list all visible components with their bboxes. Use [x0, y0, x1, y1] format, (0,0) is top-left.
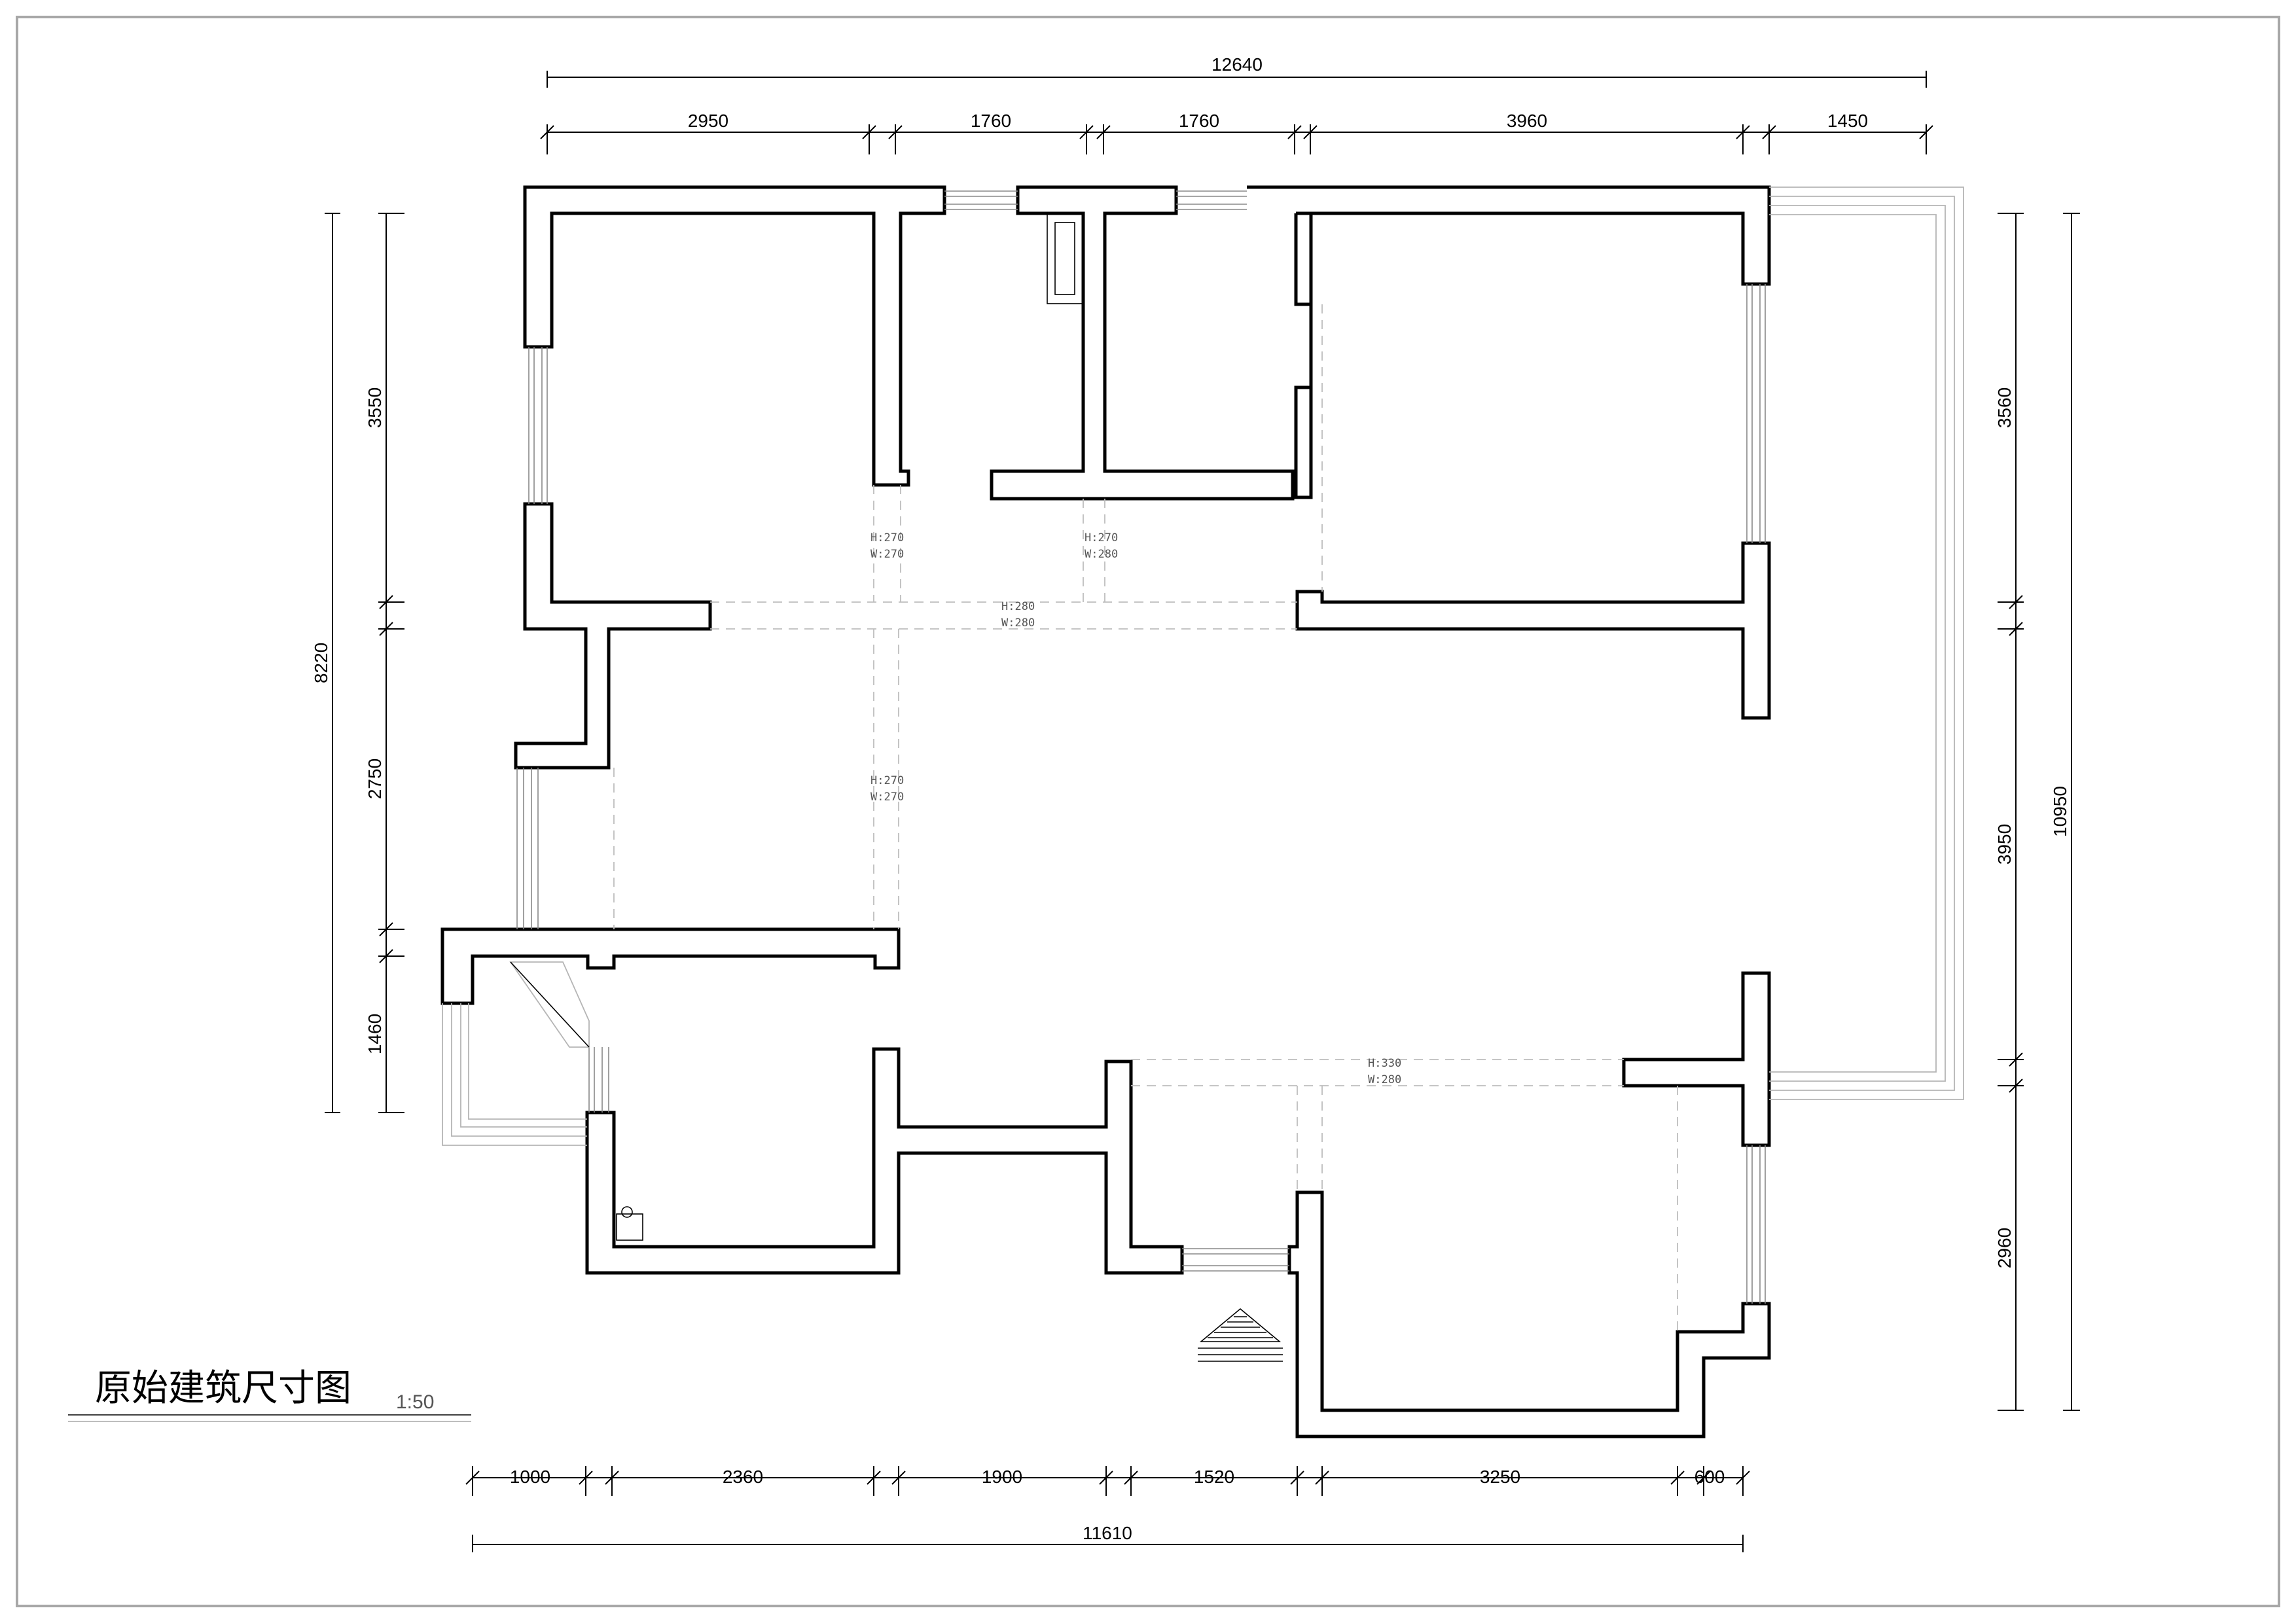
dim-bottom-5: 3250: [1480, 1467, 1520, 1487]
dim-top-total: 12640: [1211, 54, 1263, 75]
dim-right-2: 3950: [1994, 824, 2015, 865]
wall-right-t: [1622, 971, 1771, 1147]
dim-left-1: 3550: [365, 387, 385, 428]
dim-top-2: 1760: [971, 111, 1011, 131]
dim-top-1: 2950: [688, 111, 728, 131]
wall-bottom-right: [1287, 1190, 1771, 1438]
dim-bottom-4: 1520: [1194, 1467, 1234, 1487]
wall-stub: [1294, 211, 1313, 306]
dim-bottom-6: 600: [1695, 1467, 1725, 1487]
opening-1-h: H:270: [870, 531, 904, 544]
opening-5-w: W:280: [1368, 1073, 1401, 1086]
dim-top-4: 3960: [1507, 111, 1547, 131]
opening-labels: H:270 W:270 H:270 W:280 H:280 W:280 H:27…: [870, 531, 1401, 1086]
dim-bottom-3: 1900: [982, 1467, 1022, 1487]
fixture: [616, 1206, 643, 1241]
dim-top-5: 1450: [1827, 111, 1868, 131]
opening-3-w: W:280: [1001, 616, 1035, 630]
drawing-scale: 1:50: [396, 1391, 434, 1413]
wall-top-center: [990, 185, 1295, 501]
opening-lines: [613, 304, 1678, 1332]
wall-right-divider: [1295, 541, 1771, 720]
entry-symbol: [1198, 1308, 1283, 1362]
opening-2-h: H:270: [1085, 531, 1118, 544]
opening-1-w: W:270: [870, 548, 904, 561]
title-block: 原始建筑尺寸图 1:50: [68, 1367, 471, 1422]
dim-left-2: 2750: [365, 758, 385, 799]
dim-top-3: 1760: [1179, 111, 1219, 131]
wall-bottom-bath: [585, 1047, 1184, 1275]
opening-3-h: H:280: [1001, 600, 1035, 613]
dim-right-total: 10950: [2050, 786, 2070, 837]
dim-bottom-total: 11610: [1083, 1523, 1132, 1543]
dim-bottom-1: 1000: [510, 1467, 550, 1487]
dim-bottom-2: 2360: [723, 1467, 763, 1487]
drawing-title: 原始建筑尺寸图: [95, 1367, 351, 1410]
sheet-frame: [16, 16, 2280, 1607]
wall-top-right: [1247, 185, 1771, 499]
walls: [440, 185, 1771, 1438]
opening-4-h: H:270: [870, 774, 904, 787]
opening-5-h: H:330: [1368, 1057, 1401, 1070]
dim-left-total: 8220: [311, 643, 331, 683]
balcony: [442, 187, 1964, 1146]
wall-top-left: [523, 185, 946, 487]
dimension-lines: [325, 71, 2080, 1552]
dim-left-3: 1460: [365, 1014, 385, 1054]
dim-right-1: 3560: [1994, 387, 2015, 428]
dimension-text: 12640 2950 1760 1760 3960 1450 1000 2360…: [311, 54, 2070, 1543]
opening-2-w: W:280: [1085, 548, 1118, 561]
windows: [516, 190, 1766, 1304]
wall-lower-left: [440, 927, 901, 1005]
wall-left-mid: [514, 502, 712, 770]
opening-4-w: W:270: [870, 791, 904, 804]
dim-right-3: 2960: [1994, 1228, 2015, 1268]
